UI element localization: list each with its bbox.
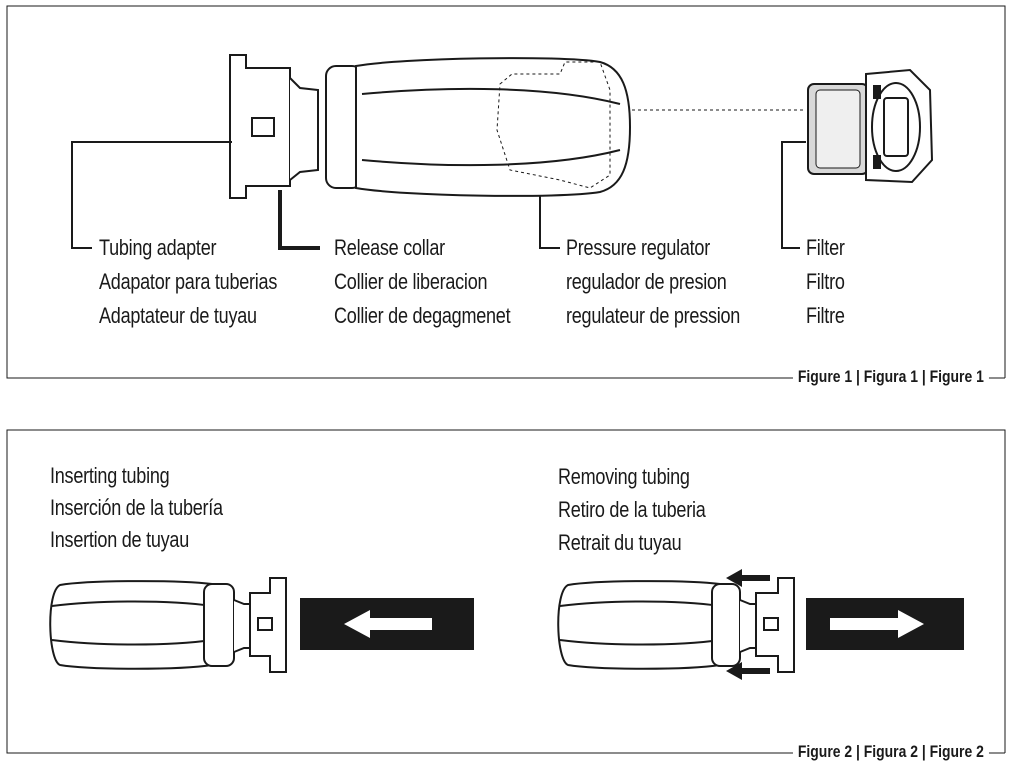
label-tubing-adapter-fr: Adaptateur de tuyau	[99, 303, 257, 328]
removing-tubing	[806, 598, 964, 650]
leader-lines	[71, 141, 806, 250]
label-release-collar-en: Release collar	[334, 235, 445, 260]
label-removing-es: Retiro de la tuberia	[558, 497, 706, 522]
collar-push-arrows	[726, 569, 770, 680]
remove-arrow-icon	[830, 610, 924, 638]
label-inserting-en: Inserting tubing	[50, 463, 170, 488]
collar-arrow-top-icon	[726, 569, 770, 587]
label-inserting-fr: Insertion de tuyau	[50, 527, 189, 552]
label-inserting-tubing: Inserting tubing Inserción de la tubería…	[50, 460, 223, 556]
figure2-caption: Figure 2 | Figura 2 | Figure 2	[793, 742, 989, 762]
figure1-frame	[6, 5, 1006, 379]
label-filter-fr: Filtre	[806, 303, 845, 328]
label-tubing-adapter-en: Tubing adapter	[99, 235, 217, 260]
label-release-collar-fr: Collier de degagmenet	[334, 303, 511, 328]
figure1-caption: Figure 1 | Figura 1 | Figure 1	[793, 367, 989, 387]
label-release-collar: Release collar Collier de liberacion Col…	[334, 231, 511, 333]
pressure-regulator-part	[355, 57, 632, 197]
label-pressure-regulator-es: regulador de presion	[566, 269, 727, 294]
label-filter-es: Filtro	[806, 269, 845, 294]
label-pressure-regulator-en: Pressure regulator	[566, 235, 710, 260]
inserting-tubing	[300, 598, 474, 650]
tubing-adapter-part	[229, 54, 319, 199]
label-removing-tubing: Removing tubing Retiro de la tuberia Ret…	[558, 460, 706, 559]
label-pressure-regulator: Pressure regulator regulador de presion …	[566, 231, 740, 333]
label-removing-fr: Retrait du tuyau	[558, 530, 682, 555]
label-tubing-adapter-es: Adapator para tuberias	[99, 269, 278, 294]
label-release-collar-es: Collier de liberacion	[334, 269, 488, 294]
label-pressure-regulator-fr: regulateur de pression	[566, 303, 741, 328]
label-removing-en: Removing tubing	[558, 464, 690, 489]
inserting-regulator	[49, 577, 287, 673]
removing-regulator	[557, 577, 795, 673]
filter-part	[807, 68, 934, 184]
label-filter: Filter Filtro Filtre	[806, 231, 845, 333]
label-tubing-adapter: Tubing adapter Adapator para tuberias Ad…	[99, 231, 277, 333]
label-inserting-es: Inserción de la tubería	[50, 495, 223, 520]
insert-arrow-icon	[344, 610, 432, 638]
figure2-frame	[6, 429, 1006, 754]
label-filter-en: Filter	[806, 235, 845, 260]
collar-arrow-bottom-icon	[726, 662, 770, 680]
